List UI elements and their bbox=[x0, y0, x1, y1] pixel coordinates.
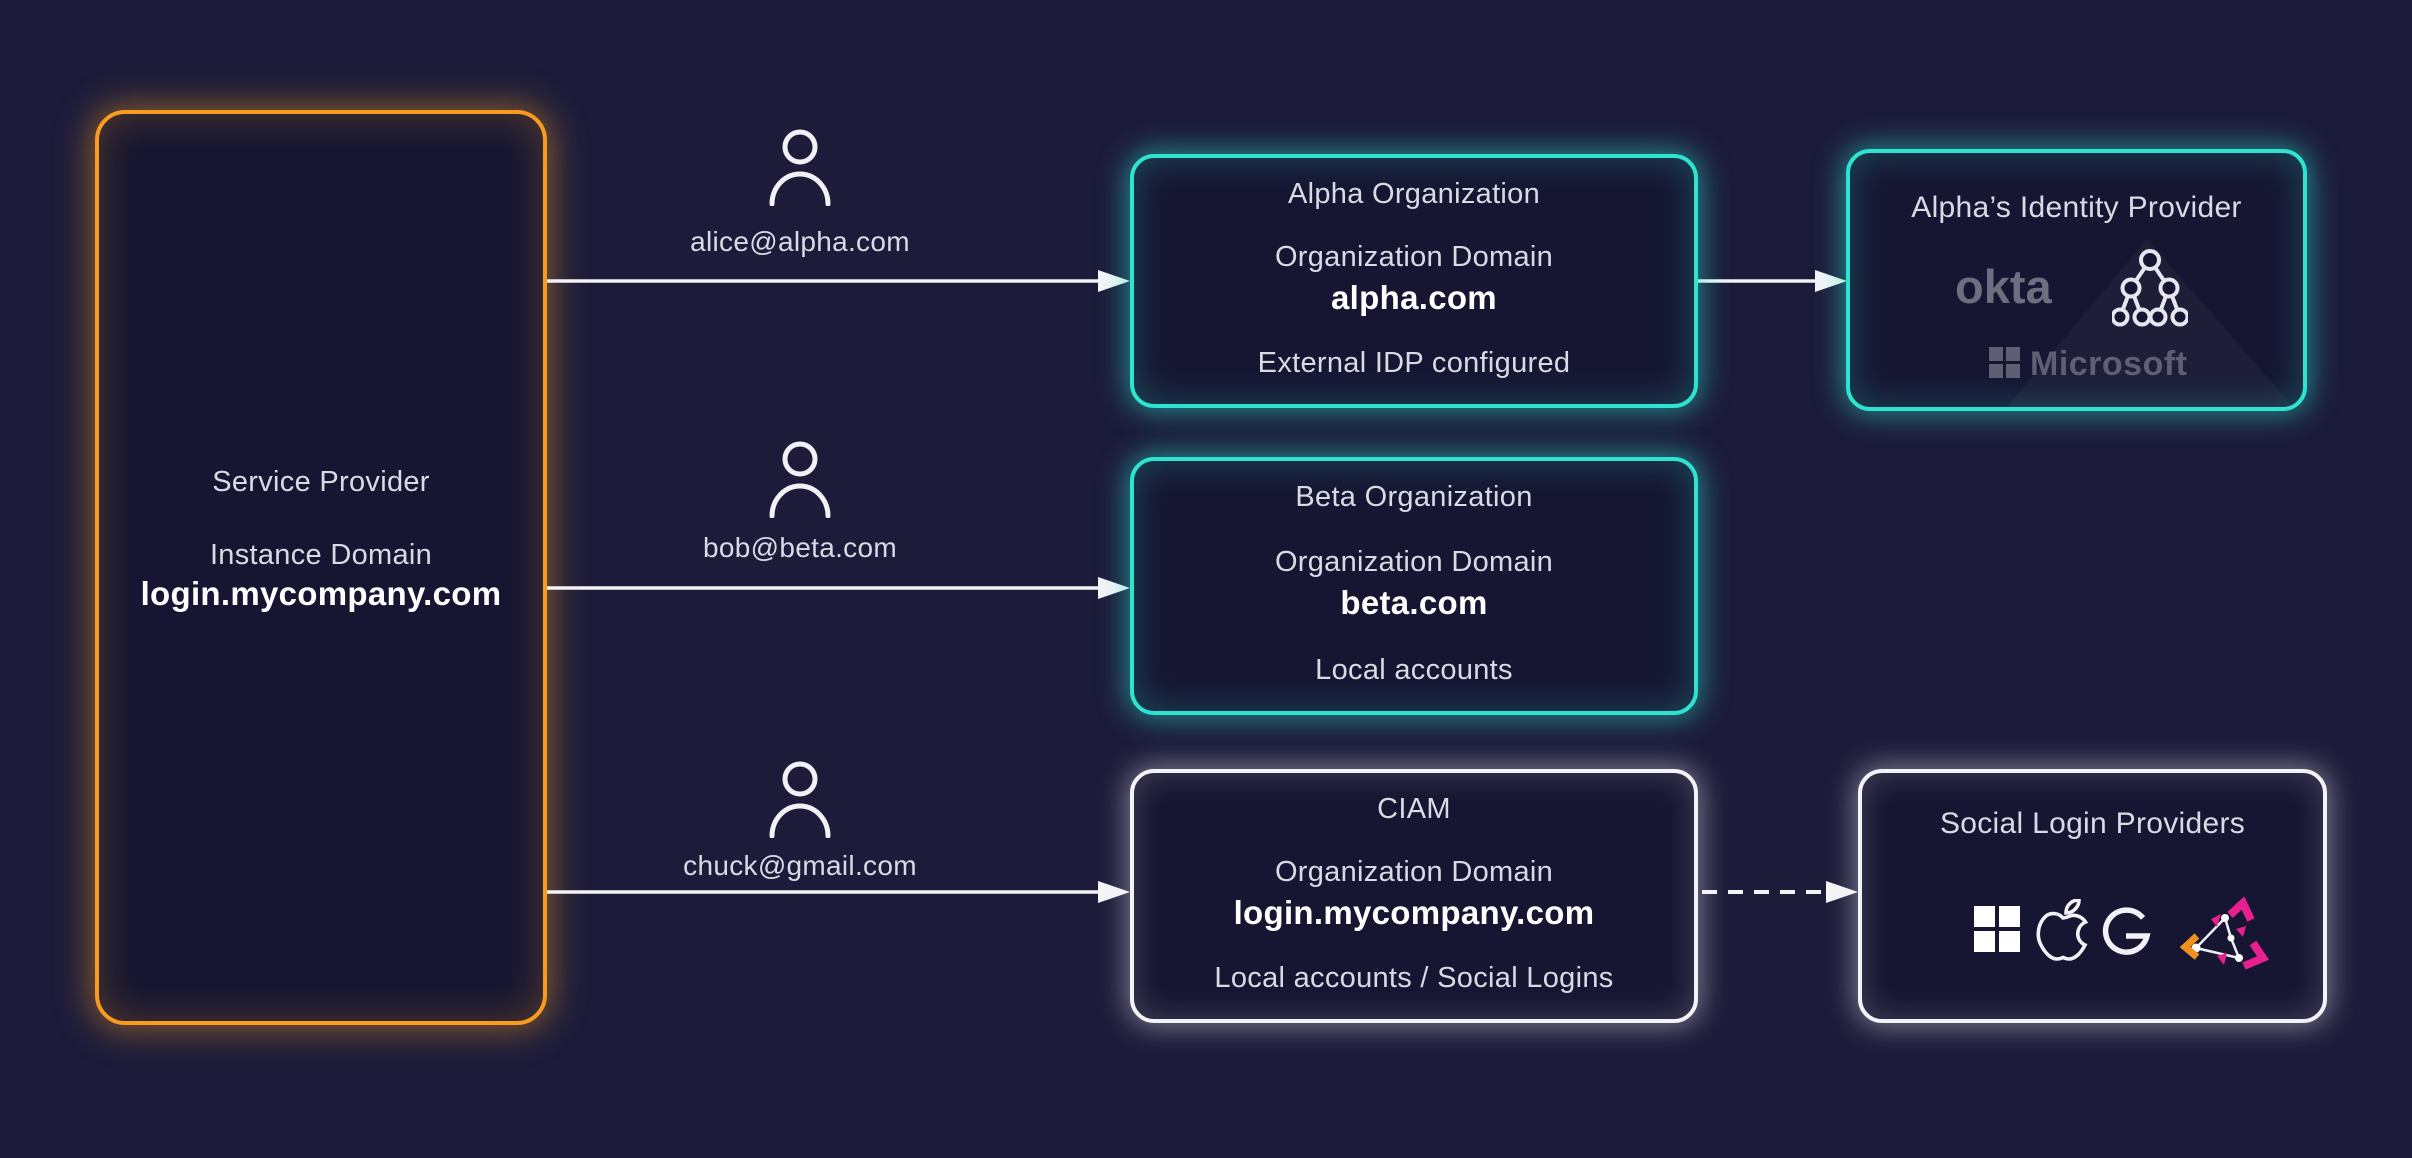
user-email: alice@alpha.com bbox=[690, 226, 910, 257]
social-login-providers-box: Social Login Providers bbox=[1858, 769, 2327, 1023]
org-domain-value: alpha.com bbox=[1331, 279, 1497, 316]
directory-tree-icon bbox=[2112, 249, 2188, 327]
arrow-bob-to-beta-org bbox=[547, 575, 1130, 601]
arrow-alice-to-alpha-org bbox=[547, 268, 1130, 294]
org-domain-label: Organization Domain bbox=[1274, 546, 1554, 578]
arrow-ciam-to-social-dashed bbox=[1702, 879, 1858, 905]
org-domain-label: Organization Domain bbox=[1274, 856, 1554, 888]
arrow-alpha-org-to-idp bbox=[1698, 268, 1847, 294]
google-icon bbox=[2100, 904, 2152, 956]
user-icon bbox=[765, 128, 835, 206]
user-email: chuck@gmail.com bbox=[683, 850, 917, 881]
microsoft-squares-icon bbox=[1989, 347, 2020, 378]
beta-organization-box: Beta Organization Organization Domain be… bbox=[1130, 457, 1698, 715]
service-provider-title: Service Provider bbox=[212, 466, 430, 498]
user-icon bbox=[765, 760, 835, 838]
org-title: Beta Organization bbox=[1295, 481, 1533, 513]
org-domain-value: login.mycompany.com bbox=[1233, 894, 1595, 931]
org-domain-value: beta.com bbox=[1340, 584, 1488, 621]
org-title: Alpha Organization bbox=[1287, 178, 1541, 210]
org-note: External IDP configured bbox=[1257, 347, 1571, 379]
okta-logo: okta bbox=[1955, 260, 2052, 313]
ciam-box: CIAM Organization Domain login.mycompany… bbox=[1130, 769, 1698, 1023]
idp-title: Alpha’s Identity Provider bbox=[1911, 191, 2242, 224]
alpha-organization-box: Alpha Organization Organization Domain a… bbox=[1130, 154, 1698, 408]
instance-domain-value: login.mycompany.com bbox=[140, 575, 502, 612]
apple-icon bbox=[2035, 899, 2091, 961]
arrow-chuck-to-ciam bbox=[547, 879, 1130, 905]
org-note: Local accounts / Social Logins bbox=[1214, 962, 1614, 994]
user-email: bob@beta.com bbox=[703, 532, 897, 563]
alpha-identity-provider-box: Alpha’s Identity Provider okta bbox=[1846, 149, 2307, 411]
user-icon bbox=[765, 440, 835, 518]
microsoft-logo: Microsoft bbox=[2030, 345, 2188, 383]
social-login-title: Social Login Providers bbox=[1939, 807, 2246, 840]
network-triangle-icon bbox=[2180, 895, 2272, 971]
org-note: Local accounts bbox=[1315, 654, 1513, 686]
instance-domain-label: Instance Domain bbox=[209, 539, 433, 571]
microsoft-icon bbox=[1974, 906, 2020, 952]
org-title: CIAM bbox=[1377, 793, 1451, 825]
org-domain-label: Organization Domain bbox=[1274, 241, 1554, 273]
service-provider-box: Service Provider Instance Domain login.m… bbox=[95, 110, 547, 1025]
